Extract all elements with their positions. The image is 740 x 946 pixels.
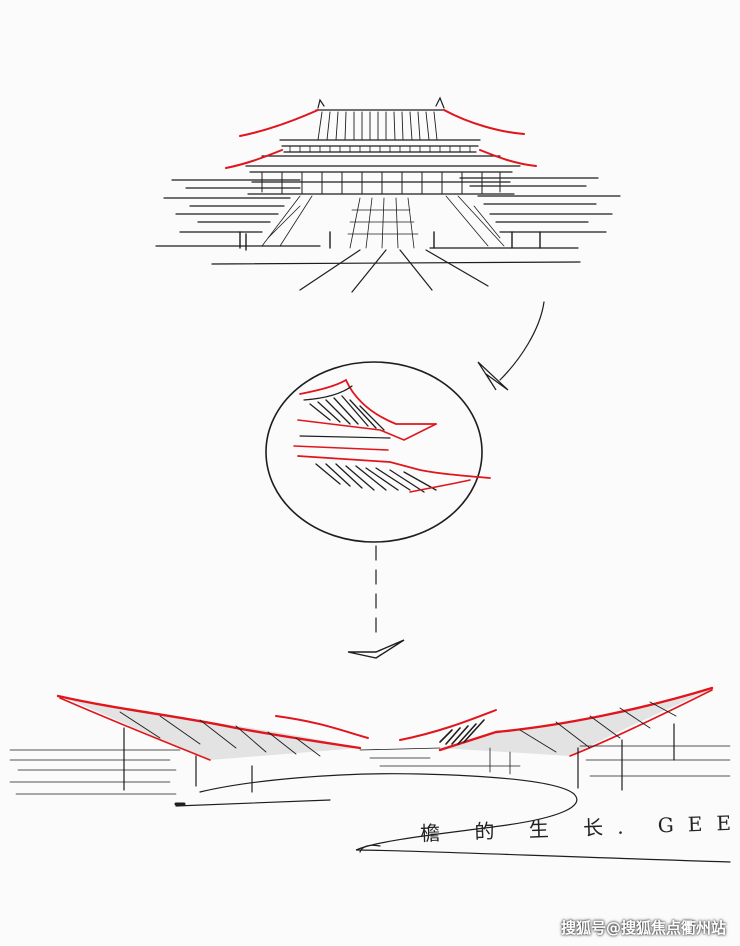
eave-detail-circle	[265, 361, 491, 543]
watermark: 搜狐号@搜狐焦点衢州站	[560, 919, 726, 937]
curved-arrow	[477, 301, 545, 391]
dashed-arrow	[347, 545, 405, 659]
palace-hall-sketch	[155, 96, 621, 293]
modern-building-sketch	[9, 686, 731, 863]
